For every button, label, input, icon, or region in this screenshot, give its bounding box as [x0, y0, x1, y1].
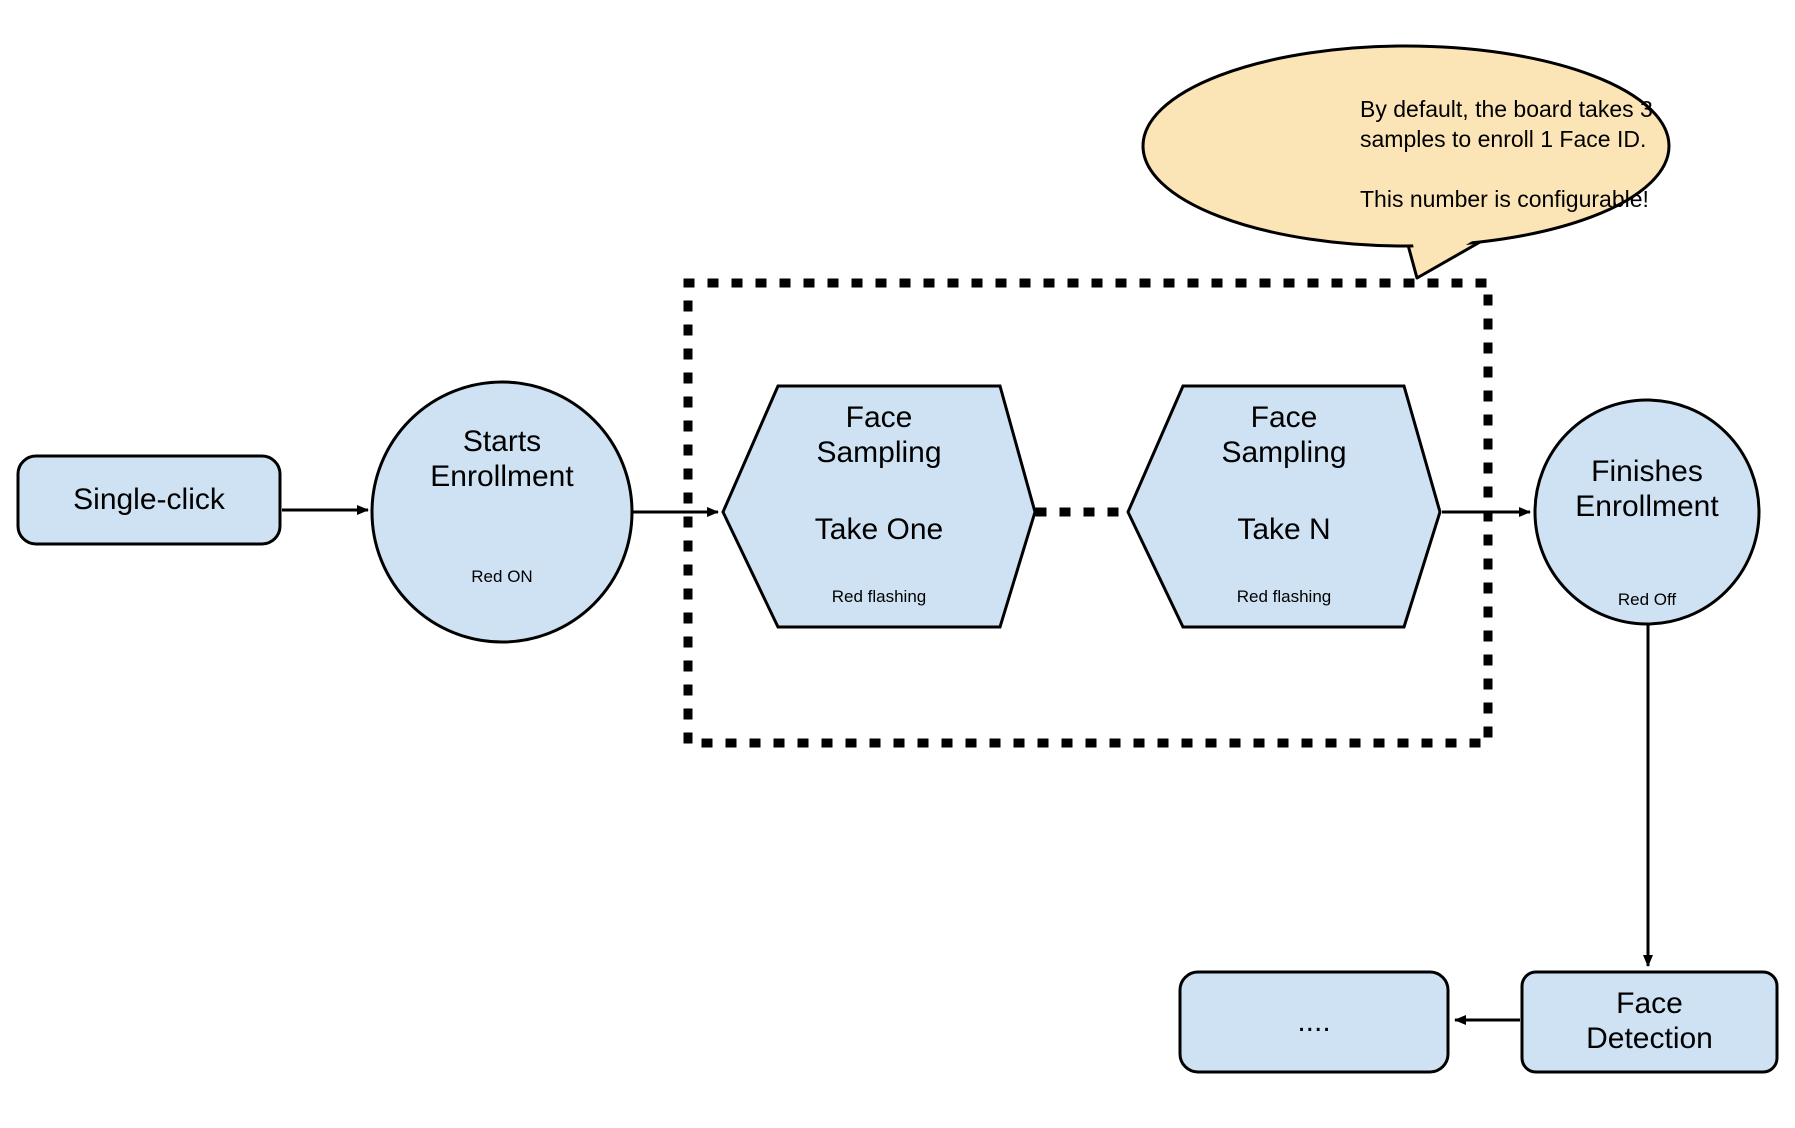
node-ellipsis-shape[interactable] — [1178, 970, 1450, 1074]
node-face-detection-shape[interactable] — [1520, 970, 1779, 1074]
callout-tail-cover — [1412, 238, 1474, 274]
node-single-click-shape[interactable] — [16, 454, 282, 546]
node-face-sampling-take-n-shape[interactable] — [1126, 384, 1442, 629]
callout-bubble — [1141, 44, 1671, 248]
callout-line-1: By default, the board takes 3 samples to… — [1360, 96, 1653, 152]
node-finishes-enrollment-shape[interactable] — [1533, 398, 1761, 626]
node-starts-enrollment-shape[interactable] — [370, 380, 634, 644]
node-face-sampling-take-one-shape[interactable] — [721, 384, 1037, 629]
callout-line-2: This number is configurable! — [1360, 186, 1649, 212]
